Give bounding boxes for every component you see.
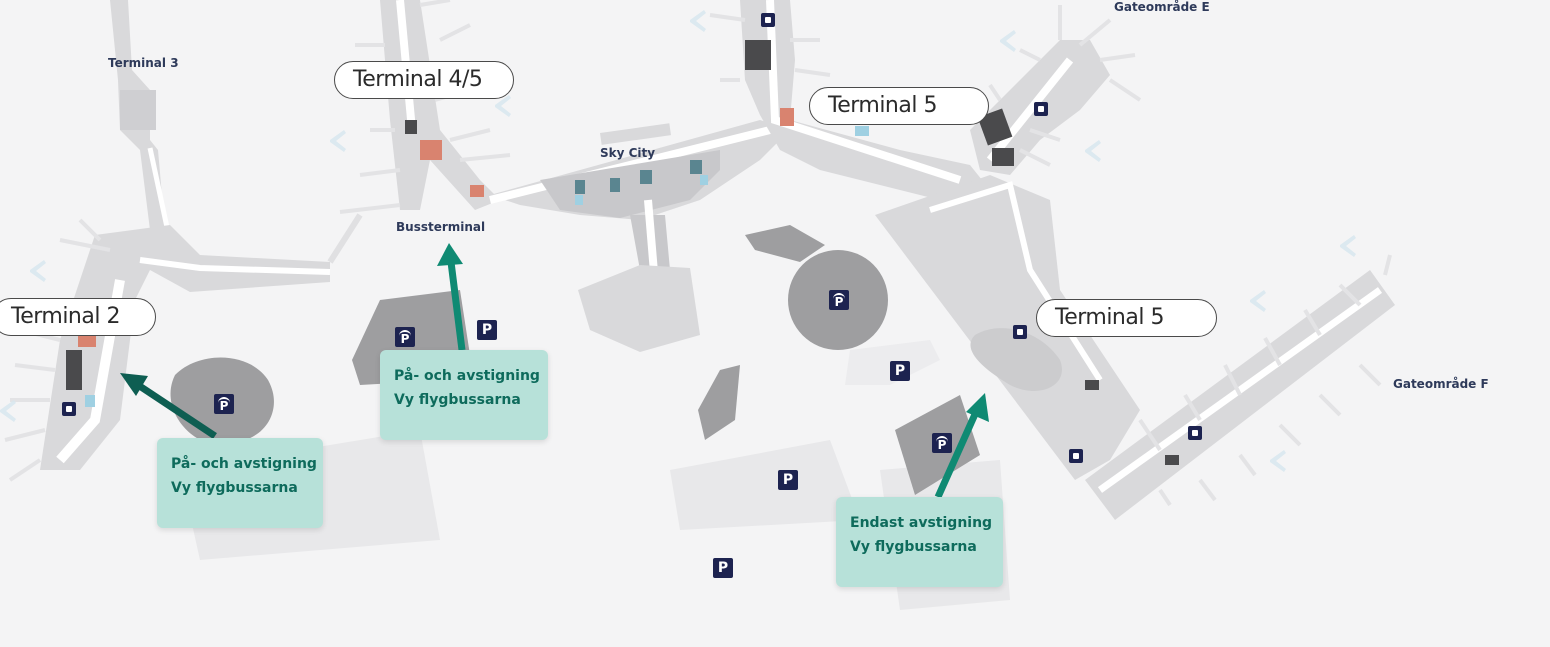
- note-line-2: Vy flygbussarna: [394, 392, 521, 408]
- bussterminal-label: Bussterminal: [396, 220, 486, 234]
- covered-parking-icon[interactable]: P: [932, 433, 952, 453]
- gate-area-f-label: Gateområde F: [1393, 377, 1489, 391]
- service-icon[interactable]: [761, 13, 775, 27]
- service-icon[interactable]: [1013, 325, 1027, 339]
- covered-parking-icon[interactable]: P: [829, 290, 849, 310]
- arrow-icon-left: [120, 373, 217, 439]
- arrow-icon-center: [437, 243, 466, 351]
- parking-icon[interactable]: P: [890, 361, 910, 381]
- note-line-1: På- och avstigning: [171, 456, 317, 472]
- terminal-3-building: [110, 0, 171, 233]
- note-line-2: Vy flygbussarna: [171, 480, 298, 496]
- terminal-45-building: [327, 0, 511, 264]
- note-line-1: På- och avstigning: [394, 368, 540, 384]
- bus-stop-arrows: [120, 243, 989, 499]
- airplane-icons: [0, 10, 1356, 472]
- arrow-icon-right: [934, 393, 989, 499]
- sky-city-label: Sky City: [600, 146, 656, 160]
- service-icon[interactable]: [1069, 449, 1083, 463]
- terminal-5-east-label[interactable]: Terminal 5: [1036, 299, 1217, 337]
- terminal-5-north-label[interactable]: Terminal 5: [809, 87, 989, 125]
- terminal-45-label[interactable]: Terminal 4/5: [334, 61, 514, 99]
- bus-stop-note-bussterminal: På- och avstigning Vy flygbussarna: [380, 350, 548, 440]
- note-line-2: Vy flygbussarna: [850, 539, 977, 555]
- terminal-2-label[interactable]: Terminal 2: [0, 298, 156, 336]
- bus-stop-note-terminal-5: Endast avstigning Vy flygbussarna: [836, 497, 1003, 587]
- service-icon[interactable]: [1034, 102, 1048, 116]
- gate-area-e-building: [970, 5, 1142, 175]
- parking-icon[interactable]: P: [778, 470, 798, 490]
- terminal-3-label: Terminal 3: [108, 56, 179, 70]
- terminal-5-east-building: [875, 175, 1395, 520]
- covered-parking-icon[interactable]: P: [395, 327, 415, 347]
- covered-parking-icon[interactable]: P: [214, 394, 234, 414]
- gate-area-e-label: Gateområde E: [1114, 0, 1210, 14]
- note-line-1: Endast avstigning: [850, 515, 993, 531]
- parking-icon[interactable]: P: [477, 320, 497, 340]
- bus-stop-note-terminal-2: På- och avstigning Vy flygbussarna: [157, 438, 323, 528]
- terminal-5-north-building: [709, 0, 990, 200]
- service-icon[interactable]: [1188, 426, 1202, 440]
- parking-icon[interactable]: P: [713, 558, 733, 578]
- service-icon[interactable]: [62, 402, 76, 416]
- sky-city-building: [489, 120, 790, 352]
